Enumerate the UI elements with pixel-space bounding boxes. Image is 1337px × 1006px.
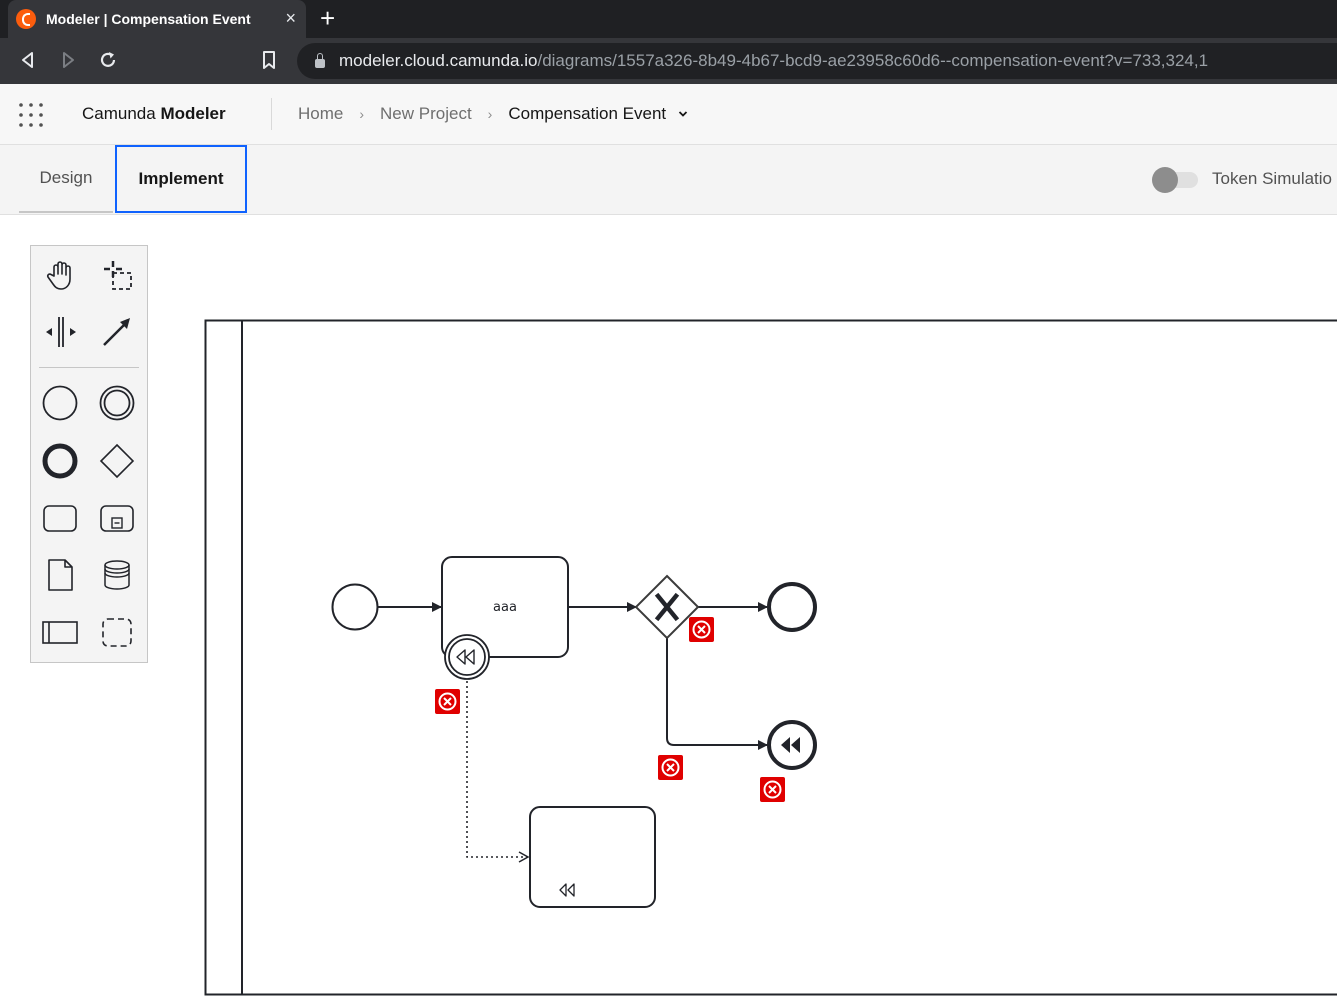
data-object-icon: [48, 559, 73, 591]
hand-tool[interactable]: [41, 255, 81, 295]
exclusive-gateway[interactable]: [634, 574, 700, 640]
task-icon: [43, 505, 77, 532]
compensation-marker-icon: [456, 649, 475, 665]
breadcrumb-separator: ›: [359, 106, 365, 122]
compensation-marker-icon: [781, 737, 800, 753]
group-icon: [102, 618, 132, 647]
gateway-x-icon: [654, 592, 680, 622]
subprocess-icon: [100, 505, 134, 532]
intermediate-event-icon: [99, 385, 135, 421]
url-text: modeler.cloud.camunda.io/diagrams/1557a3…: [339, 51, 1209, 70]
space-tool-icon: [46, 317, 76, 347]
create-group[interactable]: [97, 612, 137, 652]
end-event-icon: [42, 443, 78, 479]
create-data-object[interactable]: [40, 555, 80, 595]
create-subprocess[interactable]: [97, 498, 137, 538]
camunda-favicon-icon: [16, 9, 36, 29]
browser-tab[interactable]: Modeler | Compensation Event ×: [8, 0, 306, 38]
breadcrumb-separator: ›: [487, 106, 493, 122]
error-marker-icon[interactable]: [658, 755, 683, 780]
bookmark-icon[interactable]: [257, 48, 281, 72]
create-start-event[interactable]: [40, 383, 80, 423]
breadcrumb-home[interactable]: Home: [298, 104, 344, 123]
compensation-marker-icon: [559, 883, 575, 897]
error-marker-icon[interactable]: [689, 617, 714, 642]
participant-pool[interactable]: [204, 319, 1337, 996]
boundary-compensation-event[interactable]: [444, 634, 490, 680]
breadcrumb-diagram[interactable]: Compensation Event: [508, 104, 667, 123]
error-marker-icon[interactable]: [435, 689, 460, 714]
space-tool[interactable]: [41, 312, 81, 352]
forward-icon[interactable]: [56, 48, 80, 72]
lasso-tool[interactable]: [97, 255, 137, 295]
close-tab-icon[interactable]: ×: [285, 8, 296, 28]
mode-tabs: Design Implement Token Simulatio: [0, 145, 1337, 215]
create-intermediate-event[interactable]: [97, 383, 137, 423]
gateway-icon: [99, 443, 135, 479]
compensation-task[interactable]: [529, 806, 656, 908]
tab-design[interactable]: Design: [19, 145, 113, 213]
data-store-icon: [104, 560, 130, 590]
lasso-tool-icon: [104, 261, 132, 290]
palette-separator: [39, 367, 139, 368]
toggle-knob: [1152, 167, 1178, 193]
browser-tab-title: Modeler | Compensation Event: [46, 11, 251, 27]
token-simulation-label: Token Simulatio: [1212, 169, 1333, 188]
create-pool[interactable]: [40, 612, 80, 652]
create-end-event[interactable]: [40, 441, 80, 481]
diagram-canvas[interactable]: aaa: [0, 215, 1337, 1006]
task-label: aaa: [493, 600, 517, 615]
palette: [30, 245, 148, 663]
global-connect-tool[interactable]: [97, 312, 137, 352]
breadcrumb-project[interactable]: New Project: [380, 104, 472, 123]
tab-implement[interactable]: Implement: [115, 145, 247, 213]
start-event-icon: [42, 385, 78, 421]
app-header: Camunda Modeler Home › New Project › Com…: [0, 84, 1337, 145]
browser-toolbar: modeler.cloud.camunda.io/diagrams/1557a3…: [0, 38, 1337, 84]
lock-icon: [315, 52, 325, 68]
task-aaa[interactable]: aaa: [441, 556, 569, 658]
new-tab-icon[interactable]: +: [320, 3, 336, 33]
token-simulation-toggle[interactable]: [1152, 167, 1198, 193]
start-event[interactable]: [331, 583, 379, 631]
browser-tab-strip: Modeler | Compensation Event × +: [0, 0, 1337, 38]
compensation-association[interactable]: [466, 681, 530, 863]
address-bar[interactable]: modeler.cloud.camunda.io/diagrams/1557a3…: [297, 43, 1337, 79]
pool-icon: [42, 621, 78, 644]
compensation-end-event[interactable]: [767, 720, 817, 770]
connect-tool-icon: [103, 318, 130, 346]
create-data-store[interactable]: [97, 555, 137, 595]
back-icon[interactable]: [16, 48, 40, 72]
breadcrumb: Home › New Project › Compensation Event: [298, 104, 688, 124]
app-brand[interactable]: Camunda Modeler: [82, 104, 226, 123]
header-divider: [271, 98, 272, 130]
create-gateway[interactable]: [97, 441, 137, 481]
chevron-down-icon[interactable]: [678, 109, 688, 119]
hand-tool-icon: [46, 261, 71, 290]
sequence-flow[interactable]: [666, 638, 768, 750]
reload-icon[interactable]: [96, 48, 120, 72]
error-marker-icon[interactable]: [760, 777, 785, 802]
create-task[interactable]: [40, 498, 80, 538]
app-switcher-icon[interactable]: [18, 102, 44, 128]
end-event[interactable]: [767, 582, 817, 632]
